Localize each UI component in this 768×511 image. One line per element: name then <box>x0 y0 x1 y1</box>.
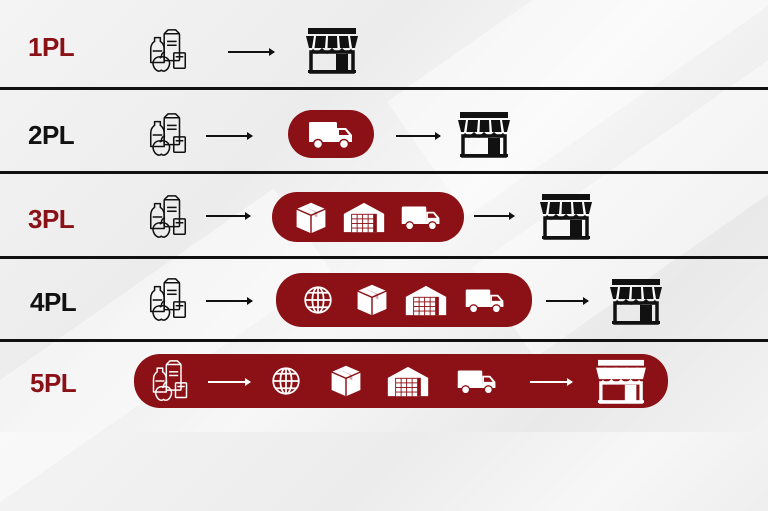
store-icon <box>594 358 648 404</box>
box-icon <box>328 363 364 399</box>
products-icon <box>145 112 191 158</box>
products-icon <box>148 359 192 403</box>
row-divider <box>0 339 768 342</box>
products-icon <box>145 194 191 240</box>
products-icon <box>145 277 191 323</box>
row-3pl: 3PL <box>0 174 768 256</box>
process-pill <box>134 354 668 408</box>
flow-arrow <box>228 48 275 56</box>
store-icon <box>304 26 360 74</box>
row-1pl: 1PL <box>0 0 768 87</box>
flow-arrow <box>530 378 573 386</box>
flow-arrow <box>206 212 251 220</box>
process-pill <box>276 273 532 327</box>
row-4pl: 4PL <box>0 259 768 339</box>
row-label: 1PL <box>28 32 75 62</box>
flow-arrow <box>474 212 515 220</box>
row-label: 2PL <box>28 120 75 150</box>
row-divider <box>0 171 768 174</box>
store-icon <box>456 110 512 158</box>
row-5pl: 5PL <box>0 342 768 432</box>
flow-arrow <box>546 297 589 305</box>
warehouse-icon <box>386 365 430 398</box>
row-label: 5PL <box>30 368 77 398</box>
flow-arrow <box>206 132 253 140</box>
warehouse-icon <box>404 284 448 317</box>
process-pill <box>272 192 464 242</box>
truck-icon <box>464 286 506 314</box>
globe-icon <box>302 284 334 316</box>
row-divider <box>0 256 768 259</box>
flow-arrow <box>206 297 253 305</box>
warehouse-icon <box>342 201 386 234</box>
truck-icon <box>400 203 442 231</box>
flow-arrow <box>208 378 251 386</box>
store-icon <box>538 192 594 240</box>
truck-icon <box>456 367 498 395</box>
process-pill <box>288 110 374 158</box>
products-icon <box>145 28 191 74</box>
box-icon <box>354 282 390 318</box>
row-label: 4PL <box>30 287 77 317</box>
truck-icon <box>307 118 355 150</box>
store-icon <box>608 277 664 325</box>
row-2pl: 2PL <box>0 90 768 171</box>
row-divider <box>0 87 768 90</box>
globe-icon <box>270 365 302 397</box>
row-label: 3PL <box>28 204 75 234</box>
box-icon <box>293 200 329 236</box>
flow-arrow <box>396 132 441 140</box>
